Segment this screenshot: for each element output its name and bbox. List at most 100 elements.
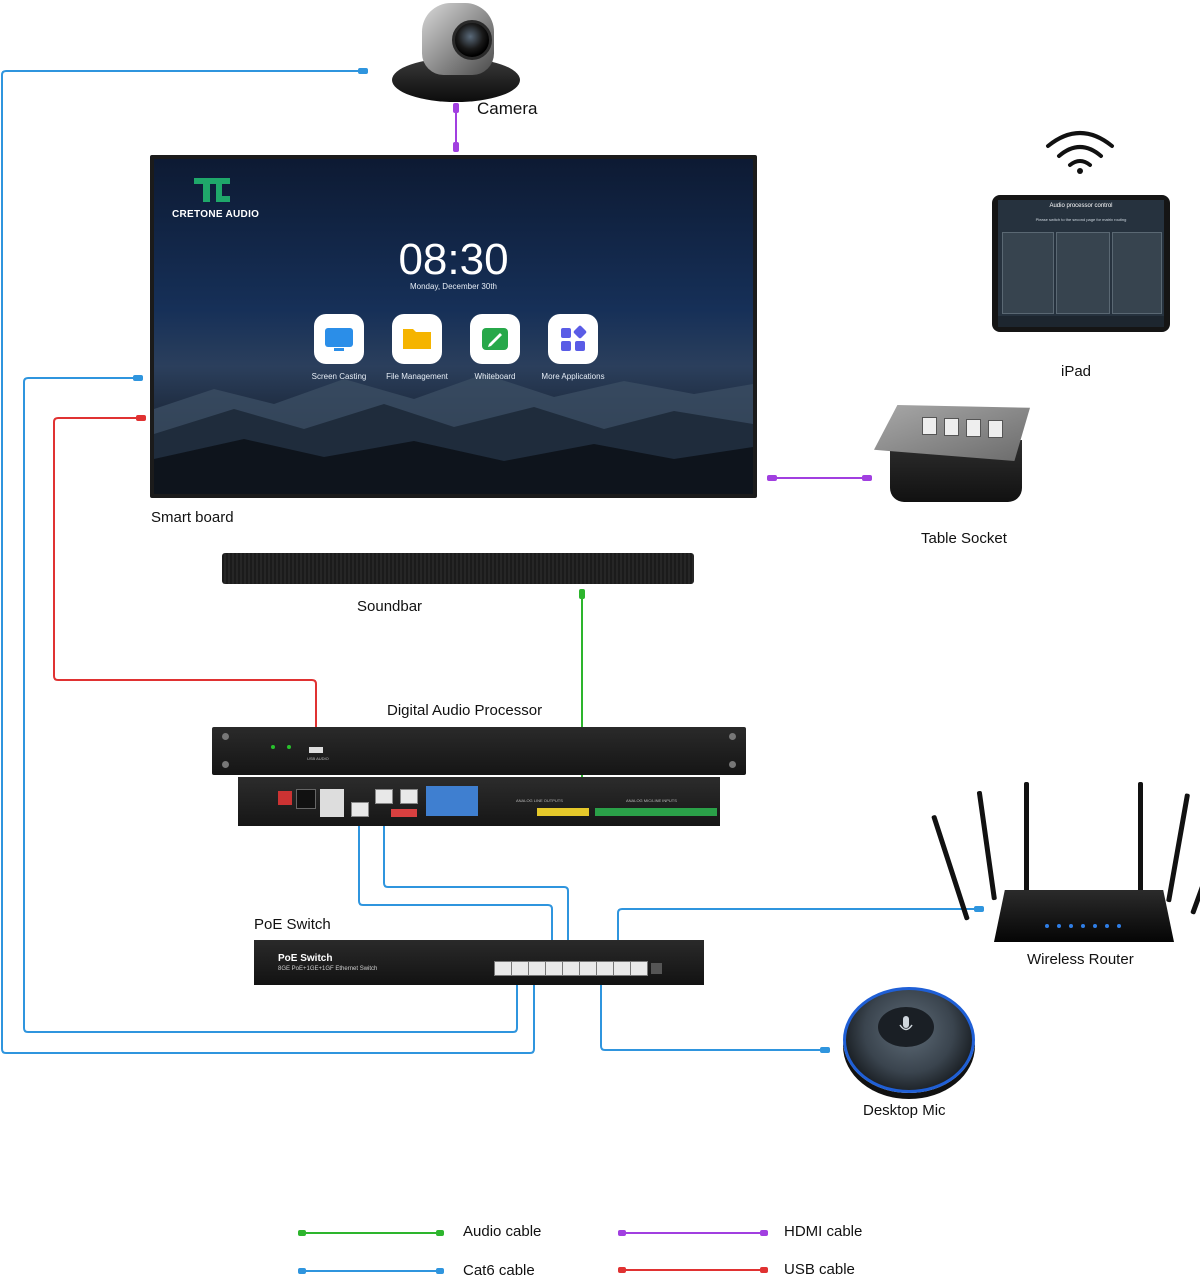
- rack-hole: [222, 733, 229, 740]
- power-socket: [296, 789, 316, 809]
- ipad-label: iPad: [1061, 363, 1092, 380]
- wireless-router-icon[interactable]: [994, 890, 1174, 942]
- app-label: Screen Casting: [311, 372, 367, 381]
- brand-name: CRETONE AUDIO: [172, 209, 260, 220]
- plug: [298, 1230, 306, 1236]
- soundbar[interactable]: [222, 553, 694, 584]
- clock-date: Monday, December 30th: [409, 282, 497, 291]
- poe-port[interactable]: [528, 961, 546, 976]
- plug: [862, 475, 872, 481]
- plug: [974, 906, 984, 912]
- legend-cat6-line: [298, 1268, 444, 1274]
- processor-rear-panel: ANALOG LINE OUTPUTS ANALOG MIC/LINE INPU…: [238, 777, 720, 826]
- legend-label: Cat6 cable: [463, 1262, 535, 1279]
- line-output-terminals: [537, 808, 589, 816]
- caution-sticker: [320, 789, 344, 817]
- ipad-status-bar: [998, 316, 1164, 327]
- microphone-icon: [899, 1016, 913, 1031]
- poe-port[interactable]: [562, 961, 580, 976]
- legend-label: HDMI cable: [784, 1223, 863, 1240]
- plug: [760, 1230, 768, 1236]
- wifi-icon: [1046, 131, 1114, 174]
- plug: [760, 1267, 768, 1273]
- gpio-block: [426, 786, 478, 816]
- poe-port[interactable]: [613, 961, 631, 976]
- network-port[interactable]: [351, 802, 369, 817]
- cretone-logo-icon: [194, 178, 230, 202]
- processor-label: Digital Audio Processor: [387, 702, 543, 719]
- poe-port[interactable]: [511, 961, 529, 976]
- smart-board-label: Smart board: [151, 509, 234, 526]
- network-port[interactable]: [400, 789, 418, 804]
- camera-lens: [452, 20, 492, 60]
- router-led: [1045, 924, 1049, 928]
- ipad-panel-presets: [1112, 232, 1162, 314]
- rack-hole: [222, 761, 229, 768]
- ipad-subtitle: Please switch to the second page for mat…: [1035, 217, 1127, 222]
- router-label: Wireless Router: [1027, 951, 1134, 968]
- mic-inputs-label: ANALOG MIC/LINE INPUTS: [626, 798, 677, 803]
- clock-time: 08:30: [398, 235, 509, 284]
- table-socket-icon: [874, 405, 1030, 461]
- legend-hdmi-line: [618, 1230, 768, 1236]
- file-management-app[interactable]: [392, 314, 442, 364]
- app-label: Whiteboard: [474, 372, 516, 381]
- screen-casting-app[interactable]: [314, 314, 364, 364]
- plug: [436, 1268, 444, 1274]
- outlet: [944, 418, 959, 436]
- table-socket-label: Table Socket: [921, 530, 1007, 547]
- line-outputs-label: ANALOG LINE OUTPUTS: [516, 798, 563, 803]
- poe-port[interactable]: [596, 961, 614, 976]
- poe-port[interactable]: [579, 961, 597, 976]
- usb-port[interactable]: [309, 747, 323, 753]
- ipad-screen: Audio processor control Please switch to…: [998, 200, 1164, 327]
- network-port[interactable]: [375, 789, 393, 804]
- outlet: [922, 417, 937, 435]
- poe-switch[interactable]: PoE Switch 8GE PoE+1GE+1GF Ethernet Swit…: [254, 940, 704, 985]
- soundbar-label: Soundbar: [357, 598, 423, 615]
- status-led: [287, 745, 291, 749]
- app-label: More Applications: [541, 372, 605, 381]
- ipad-panel-volume: [1002, 232, 1054, 314]
- router-led: [1081, 924, 1085, 928]
- cat6-router-to-switch: [617, 908, 978, 966]
- monitor-icon: [325, 328, 353, 351]
- mountains-graphic: [154, 374, 753, 494]
- outlet: [988, 420, 1003, 438]
- power-switch[interactable]: [278, 791, 292, 805]
- cat6-mic-to-switch: [600, 966, 825, 1051]
- poe-port[interactable]: [494, 961, 512, 976]
- processor-front-panel[interactable]: USB AUDIO: [212, 727, 746, 775]
- usb-audio-label: USB AUDIO: [307, 756, 329, 761]
- poe-device-name: PoE Switch: [278, 953, 333, 964]
- router-led: [1093, 924, 1097, 928]
- smart-board-screen: CRETONE AUDIO 08:30 Monday, December 30t…: [154, 159, 753, 494]
- legend-usb-line: [618, 1267, 768, 1273]
- plug: [767, 475, 777, 481]
- legend-audio-line: [298, 1230, 444, 1236]
- ipad-panel-line-adjust: [1056, 232, 1110, 314]
- plug: [133, 375, 143, 381]
- mic-input-terminals: [595, 808, 717, 816]
- outlet: [966, 419, 981, 437]
- power-led: [271, 745, 275, 749]
- rack-hole: [729, 761, 736, 768]
- uplink-port[interactable]: [630, 961, 648, 976]
- plug: [820, 1047, 830, 1053]
- whiteboard-app[interactable]: [470, 314, 520, 364]
- poe-port[interactable]: [545, 961, 563, 976]
- legend-label: USB cable: [784, 1261, 855, 1278]
- poe-switch-label: PoE Switch: [254, 916, 331, 933]
- apps-grid-icon: [561, 325, 587, 351]
- sfp-port[interactable]: [651, 963, 662, 974]
- router-led: [1117, 924, 1121, 928]
- cat6-processor-to-switch-b: [383, 800, 569, 966]
- ipad-title: Audio processor control: [1049, 203, 1113, 209]
- usb-board-to-processor: [53, 417, 317, 748]
- app-label: File Management: [386, 372, 448, 381]
- cat6-camera-to-switch: [1, 70, 535, 1054]
- plug: [453, 103, 459, 113]
- more-applications-app[interactable]: [548, 314, 598, 364]
- plug: [436, 1230, 444, 1236]
- rack-hole: [729, 733, 736, 740]
